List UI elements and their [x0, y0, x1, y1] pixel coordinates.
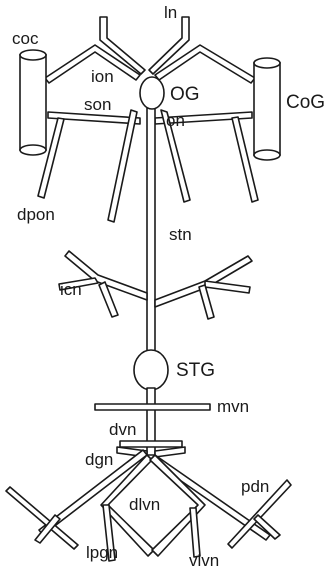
label-dvn: dvn [109, 420, 136, 439]
label-pdn: pdn [241, 477, 269, 496]
right-cog-branch [231, 116, 259, 203]
cog-left [19, 49, 47, 156]
og-branch-right [160, 109, 191, 203]
label-mvn: mvn [217, 397, 249, 416]
vlvn-nerve [189, 507, 201, 558]
label-coc: coc [12, 29, 39, 48]
label-ion: ion [91, 67, 114, 86]
label-on: on [166, 111, 185, 130]
cog-right [253, 57, 281, 161]
mvn-nerve [94, 403, 211, 411]
label-son: son [84, 95, 111, 114]
lvn-left [38, 449, 148, 536]
dlvn-right [149, 454, 206, 557]
label-stg: STG [176, 360, 215, 381]
son-nerve-left [47, 111, 141, 125]
icn-twig-right [204, 280, 251, 294]
label-stn: stn [169, 225, 192, 244]
ln-nerve-right [148, 16, 190, 75]
dvn-bar [119, 440, 183, 448]
label-ln: ln [164, 3, 177, 22]
og-ganglion [139, 76, 165, 110]
icn-twig-left-2 [98, 281, 119, 318]
icn-twig-left [58, 277, 99, 291]
label-dlvn: dlvn [129, 495, 160, 514]
stg-ganglion [133, 349, 169, 391]
dpon-nerve [37, 117, 65, 199]
label-dpon: dpon [17, 205, 55, 224]
label-cog: CoG [286, 92, 325, 113]
icn-twig-right-2 [198, 284, 215, 320]
dgn-branch-right [154, 446, 186, 458]
pdn-nerve [227, 479, 292, 549]
lpgn-nerve [102, 504, 116, 562]
lateral-twig-left [34, 514, 61, 544]
label-vlvn: vlvn [189, 551, 219, 570]
stn-nerve [146, 107, 156, 353]
ion-nerve-left [44, 44, 141, 84]
label-og: OG [170, 84, 200, 105]
pdn-twig [253, 514, 281, 540]
label-dgn: dgn [85, 450, 113, 469]
label-lpgn: lpgn [86, 543, 118, 562]
label-icn: icn [60, 280, 82, 299]
ln-nerve-left [99, 16, 146, 75]
og-branch-left [107, 109, 138, 223]
